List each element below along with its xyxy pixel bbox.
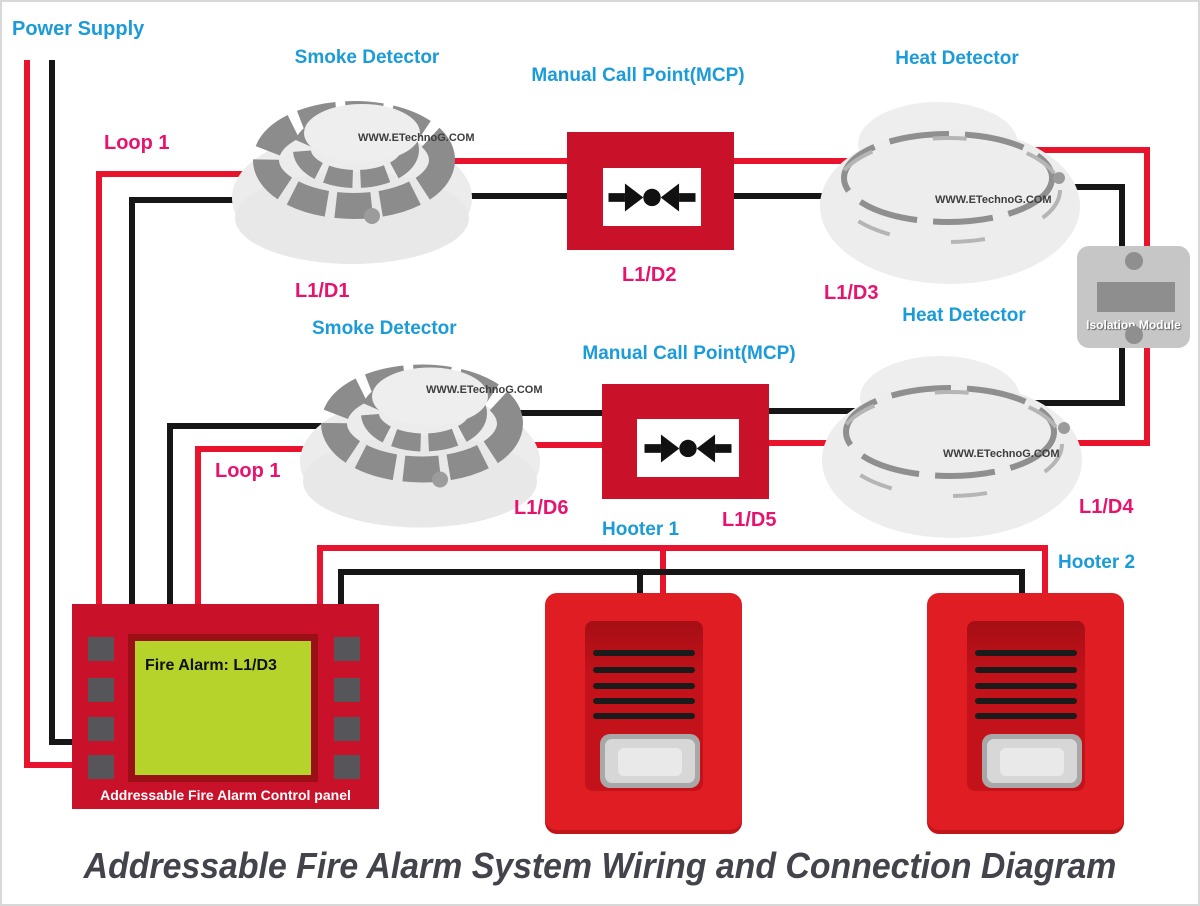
- panel-screen: Fire Alarm: L1/D3: [135, 641, 311, 775]
- watermark-smoke2: WWW.ETechnoG.COM: [426, 384, 543, 396]
- smoke-detector-1-label: Smoke Detector: [294, 47, 440, 68]
- hooter-2-label: Hooter 2: [1058, 552, 1136, 573]
- panel-button[interactable]: [334, 637, 360, 661]
- power-supply-label: Power Supply: [12, 18, 145, 40]
- smoke-detector-2: [298, 344, 542, 537]
- hooter2-face: [967, 621, 1085, 791]
- mcp-1-label: Manual Call Point(MCP): [531, 65, 745, 86]
- panel-caption: Addressable Fire Alarm Control panel: [100, 787, 351, 803]
- fire-alarm-control-panel: Fire Alarm: L1/D3 Addressable Fire Alarm…: [72, 604, 379, 809]
- panel-screen-frame: Fire Alarm: L1/D3: [128, 634, 318, 782]
- watermark-heat2: WWW.ETechnoG.COM: [943, 448, 1060, 460]
- smoke-detector-graphic: [300, 364, 540, 528]
- wire-hooter-bus-positive: [317, 545, 1048, 606]
- hooter-1-label: Hooter 1: [602, 519, 680, 540]
- heat-detector-graphic: [820, 102, 1080, 284]
- mcp-2-label: Manual Call Point(MCP): [582, 343, 796, 364]
- panel-button[interactable]: [88, 637, 114, 661]
- wire-isolation-heat2-positive: [1062, 342, 1150, 446]
- isolation-module: Isolation Module: [1077, 246, 1190, 348]
- grille-slat: [975, 713, 1077, 719]
- wire-heat1-isolation-negative: [1062, 184, 1125, 252]
- grille-slat: [975, 683, 1077, 689]
- manual-call-point-2: [602, 384, 769, 499]
- loop1-top-label: Loop 1: [104, 132, 170, 154]
- grille-slat: [975, 698, 1077, 704]
- grille-slat: [975, 650, 1077, 656]
- smoke-detector-1: [230, 88, 474, 266]
- hooter-lens-core: [1000, 748, 1064, 776]
- grille-slat: [593, 650, 695, 656]
- wire-loop1-negative: [129, 197, 252, 606]
- hooter-2: [927, 593, 1124, 834]
- heat-detector-1-label: Heat Detector: [895, 48, 1019, 69]
- wire-smoke2-panel-negative: [167, 423, 322, 606]
- panel-button[interactable]: [88, 717, 114, 741]
- isolation-module-screw-top: [1124, 252, 1143, 270]
- hooter1-face: [585, 621, 703, 791]
- address-l1d6-label: L1/D6: [514, 497, 569, 519]
- address-l1d2-label: L1/D2: [622, 264, 677, 286]
- panel-button[interactable]: [88, 755, 114, 779]
- hooter-1: [545, 593, 742, 834]
- diagram-title: Addressable Fire Alarm System Wiring and…: [83, 845, 1117, 886]
- panel-screen-text: Fire Alarm: L1/D3: [145, 657, 277, 674]
- wire-power-positive: [24, 60, 73, 768]
- panel-button[interactable]: [88, 678, 114, 702]
- isolation-module-label: Isolation Module: [1086, 318, 1181, 332]
- mcp2-glass: [637, 419, 739, 477]
- wire-smoke2-panel-positive: [195, 446, 322, 606]
- heat-detector-1: [818, 94, 1082, 286]
- wire-isolation-heat2-negative: [1032, 342, 1125, 406]
- mcp-press-here-icon: [644, 434, 732, 463]
- hooter2-lens: [982, 734, 1082, 788]
- mcp1-glass: [603, 168, 701, 226]
- loop1-bottom-label: Loop 1: [215, 460, 281, 482]
- wire-loop1-positive: [96, 171, 252, 606]
- watermark-heat1: WWW.ETechnoG.COM: [935, 194, 1052, 206]
- watermark-smoke1: WWW.ETechnoG.COM: [358, 132, 475, 144]
- grille-slat: [975, 667, 1077, 673]
- smoke-detector-2-label: Smoke Detector: [312, 318, 457, 339]
- heat-detector-2: [820, 348, 1084, 540]
- panel-button[interactable]: [334, 717, 360, 741]
- address-l1d3-label: L1/D3: [824, 282, 879, 304]
- heat-detector-2-label: Heat Detector: [902, 305, 1026, 326]
- address-l1d4-label: L1/D4: [1079, 496, 1134, 518]
- panel-button[interactable]: [334, 678, 360, 702]
- address-l1d1-label: L1/D1: [295, 280, 350, 302]
- wire-heat1-isolation-positive: [1032, 147, 1150, 252]
- wire-hooter-bus-negative: [338, 569, 1025, 606]
- address-l1d5-label: L1/D5: [722, 509, 777, 531]
- smoke-detector-graphic: [232, 101, 472, 264]
- hooter1-lens: [600, 734, 700, 788]
- isolation-module-screen: [1097, 282, 1175, 312]
- manual-call-point-1: [567, 132, 734, 250]
- heat-detector-graphic: [822, 356, 1082, 538]
- grille-slat: [593, 667, 695, 673]
- wire-power-negative: [49, 60, 73, 745]
- panel-button[interactable]: [334, 755, 360, 779]
- mcp-press-here-icon: [608, 183, 696, 212]
- grille-slat: [593, 683, 695, 689]
- grille-slat: [593, 698, 695, 704]
- grille-slat: [593, 713, 695, 719]
- isolation-module-screw-bottom: [1124, 326, 1143, 344]
- hooter-lens-core: [618, 748, 682, 776]
